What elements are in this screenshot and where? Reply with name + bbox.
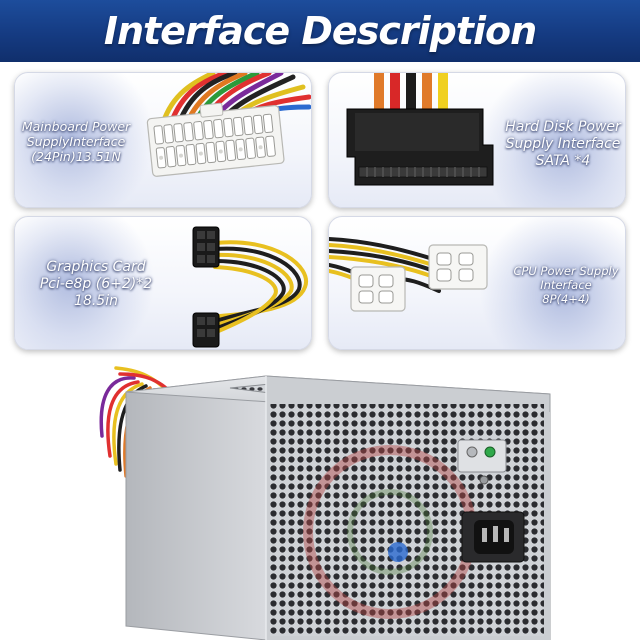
- cpu-label-line: CPU Power Supply: [513, 264, 619, 278]
- sata-label-line: Supply Interface: [505, 135, 621, 152]
- pcie-interface-panel: Graphics Card Pci-e8p (6+2)*2 18.5in: [14, 216, 312, 350]
- mainboard-label-line: Mainboard Power: [21, 119, 131, 134]
- power-supply-unit-image: [99, 366, 551, 640]
- mainboard-interface-label: Mainboard Power SupplyInterface (24Pin)1…: [17, 119, 135, 164]
- pcie-connector-icon: [192, 226, 309, 348]
- header-banner: Interface Description: [0, 0, 640, 62]
- mainboard-label-line: SupplyInterface: [26, 134, 126, 149]
- mainboard-label-line: (24Pin)13.51N: [31, 149, 121, 164]
- power-led-icon: [484, 446, 496, 458]
- pcie-label-line: Graphics Card: [46, 259, 146, 275]
- pcie-interface-label: Graphics Card Pci-e8p (6+2)*2 18.5in: [21, 259, 171, 309]
- sata-label-line: Hard Disk Power: [505, 119, 621, 135]
- cpu-connector-icon: [329, 237, 488, 312]
- pcie-label-line: 18.5in: [74, 292, 118, 309]
- sata-interface-panel: Hard Disk Power Supply Interface SATA *4: [328, 72, 626, 208]
- pcie-label-line: Pci-e8p (6+2)*2: [39, 275, 153, 292]
- cpu-label-line: Interface: [540, 277, 592, 292]
- sata-connector-icon: [346, 73, 494, 186]
- page-title: Interface Description: [103, 9, 537, 53]
- mainboard-interface-panel: Mainboard Power SupplyInterface (24Pin)1…: [14, 72, 312, 208]
- cpu-interface-panel: CPU Power Supply Interface 8P(4+4): [328, 216, 626, 350]
- sata-label-line: SATA *4: [535, 152, 591, 169]
- cpu-label-line: 8P(4+4): [542, 291, 590, 306]
- mainboard-connector-icon: [146, 73, 311, 177]
- sata-interface-label: Hard Disk Power Supply Interface SATA *4: [499, 119, 625, 169]
- cpu-interface-label: CPU Power Supply Interface 8P(4+4): [505, 264, 625, 306]
